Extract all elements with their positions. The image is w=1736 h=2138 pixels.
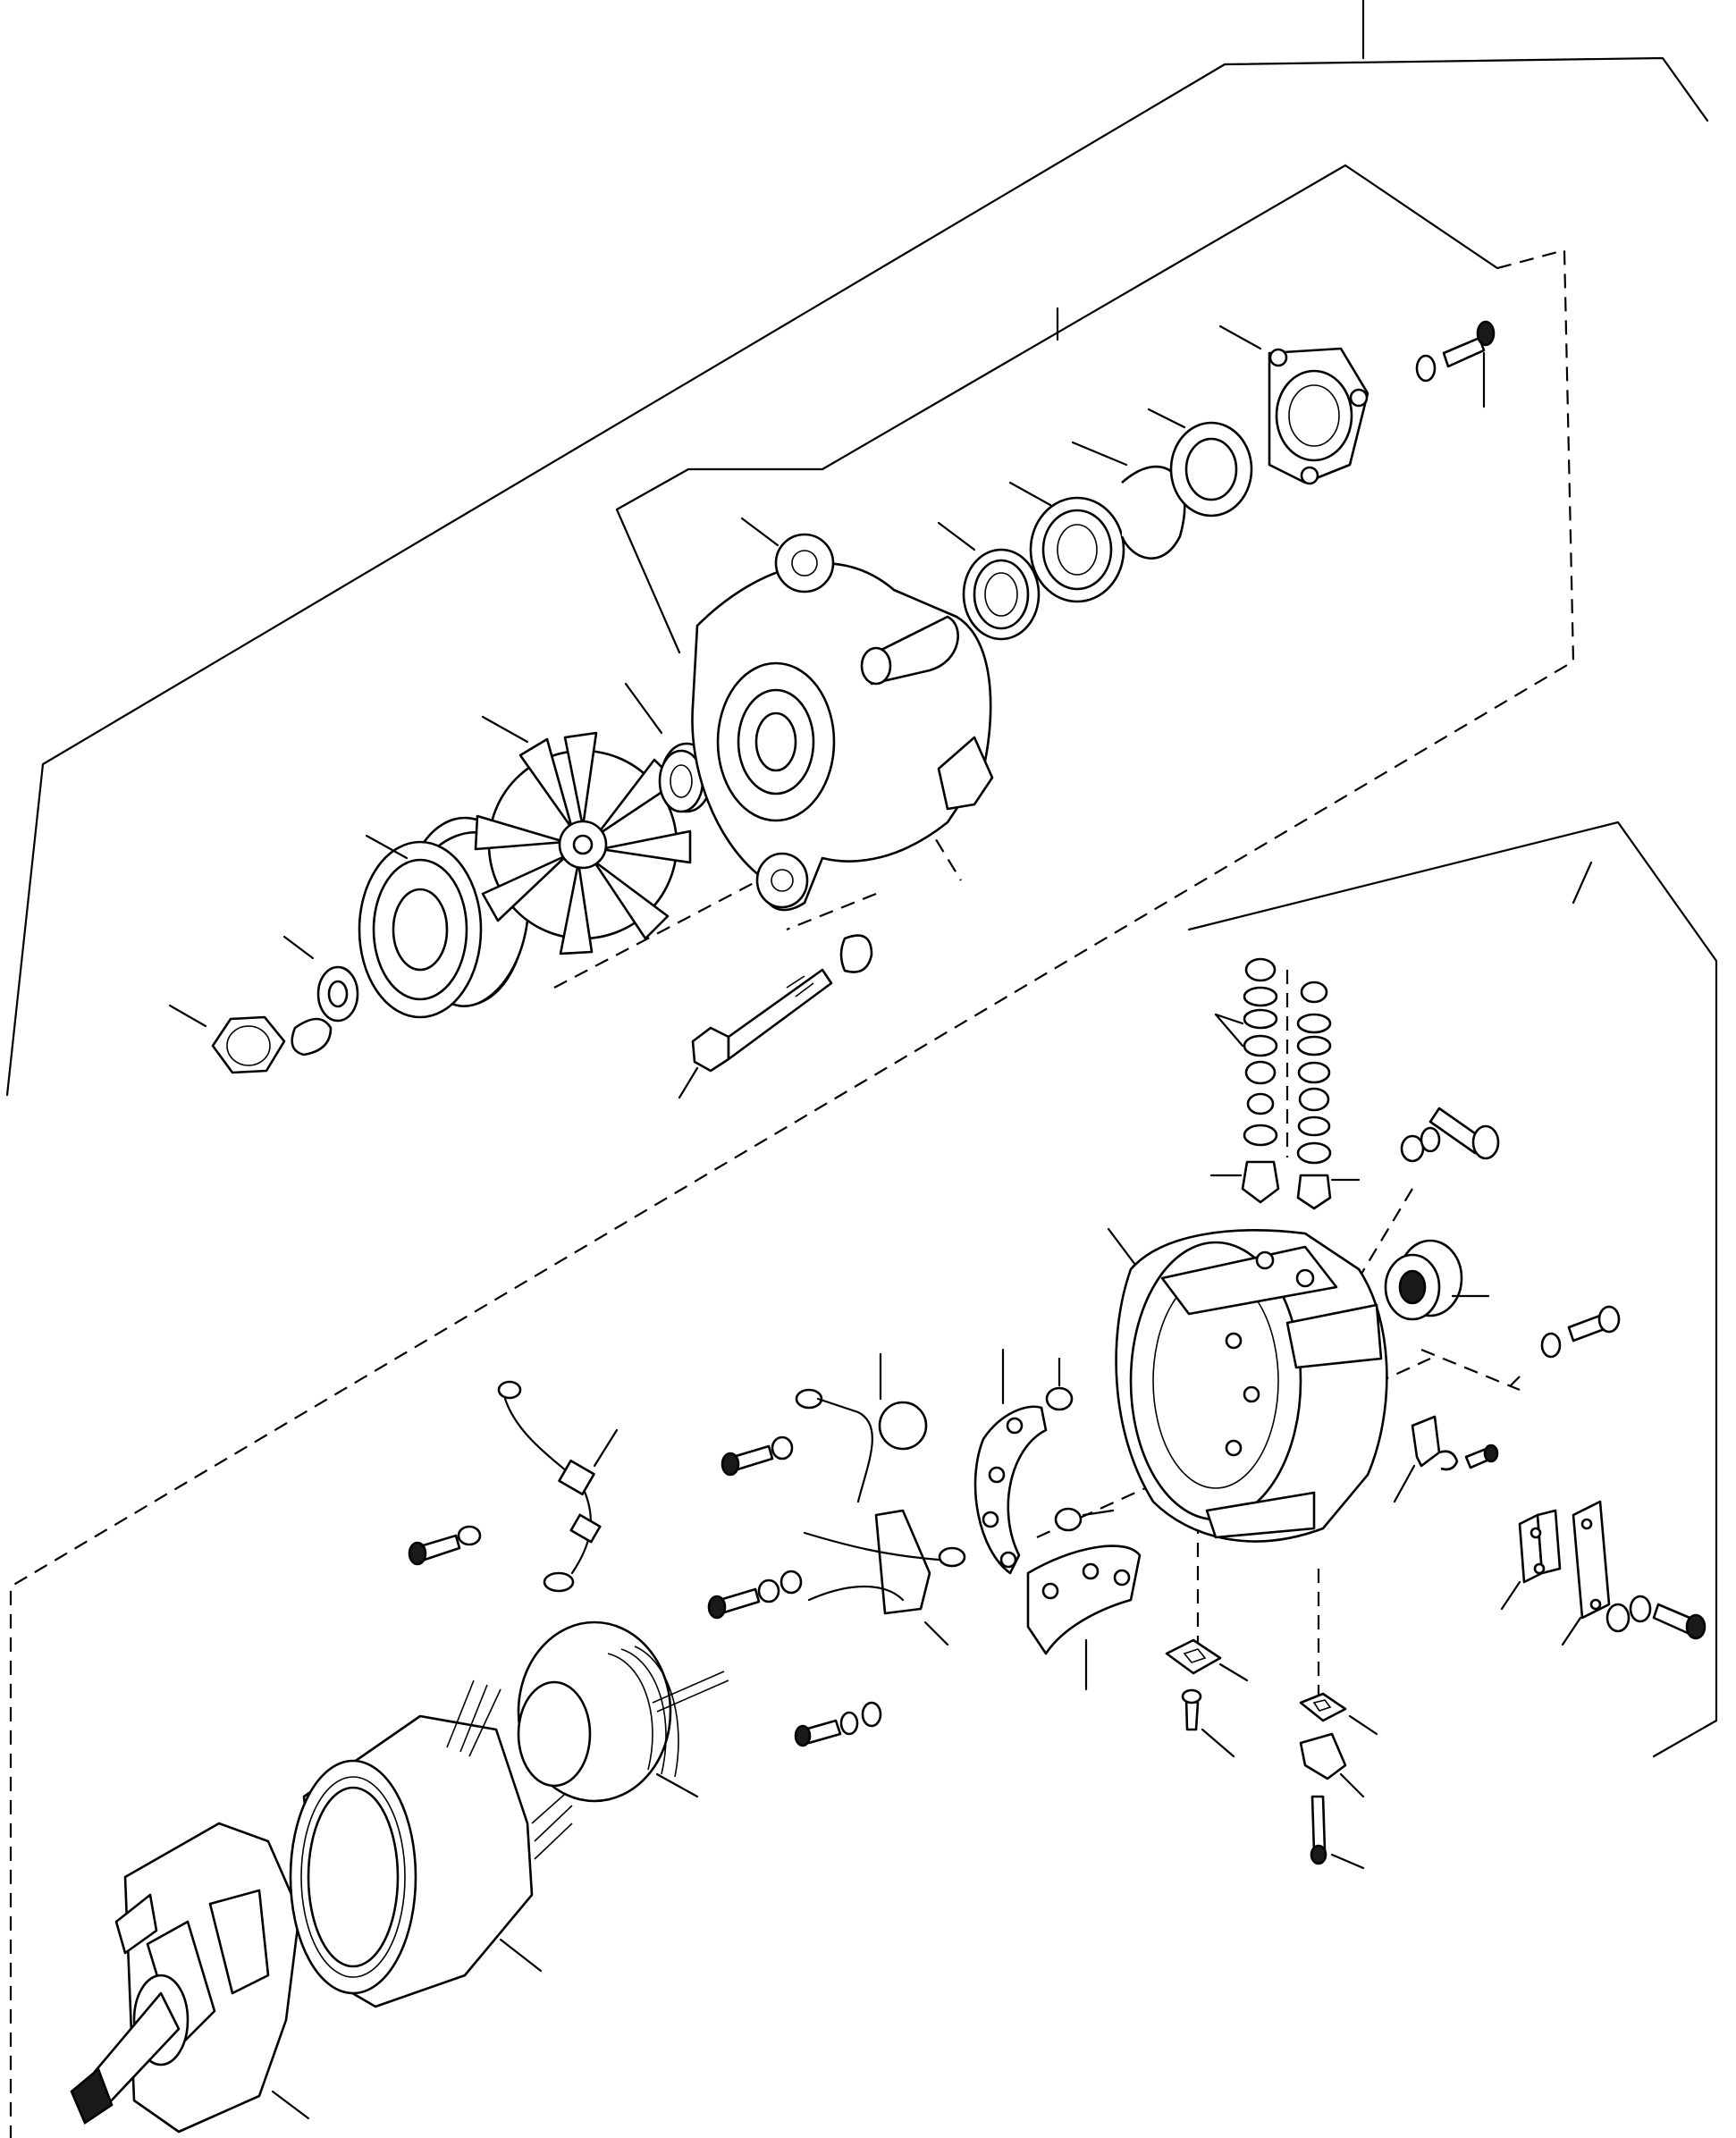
terminal-clip	[1393, 1415, 1499, 1503]
rectifier-plate	[973, 1348, 1115, 1575]
flat-washer	[282, 935, 359, 1023]
bearing-2	[1008, 481, 1125, 603]
lead-wire	[408, 1380, 619, 1593]
regulator-assembly	[707, 1352, 966, 1646]
bolt-washer	[839, 934, 873, 973]
bottom-clips	[1165, 1638, 1378, 1870]
hex-nut	[168, 1004, 286, 1074]
retainer-plate	[1218, 324, 1369, 485]
front-assembly	[168, 320, 1496, 1099]
front-bearing	[937, 521, 1041, 641]
stator	[289, 1679, 573, 2008]
rear-housing	[1107, 1227, 1388, 1543]
snap-ring	[1071, 441, 1186, 560]
stud-stack-1	[1209, 957, 1280, 1204]
through-bolt	[678, 968, 833, 1099]
heat-sink	[1026, 1545, 1142, 1691]
lower-right-screw	[1605, 1595, 1707, 1640]
retainer-bearing	[1147, 408, 1253, 518]
side-screw	[1510, 1305, 1621, 1386]
front-housing	[691, 517, 994, 912]
retainer-screw	[1415, 320, 1496, 408]
rear-assembly	[70, 957, 1707, 2134]
field-coil	[517, 1620, 729, 1803]
bushing	[1384, 1239, 1490, 1321]
terminal-bolt	[1400, 1107, 1500, 1163]
cooling-fan	[474, 715, 692, 955]
grouping-brackets	[5, 0, 1718, 1758]
mounting-brackets	[1500, 1500, 1611, 1646]
stud-stack-2	[1296, 981, 1361, 1210]
rear-screw-set	[794, 1701, 882, 1747]
lock-washer	[291, 1017, 333, 1056]
rotor	[70, 1822, 310, 2134]
